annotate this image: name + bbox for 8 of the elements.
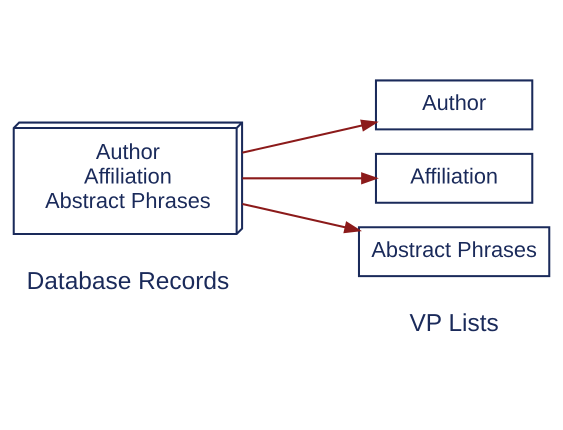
arrow (242, 120, 379, 154)
node-box: Author (374, 79, 534, 130)
label: VP Lists (409, 310, 499, 338)
node-box: Affiliation (374, 152, 534, 204)
label: Database Records (26, 268, 230, 295)
arrow (242, 172, 379, 184)
node-box: Abstract Phrases (358, 226, 550, 278)
arrow (242, 202, 362, 234)
